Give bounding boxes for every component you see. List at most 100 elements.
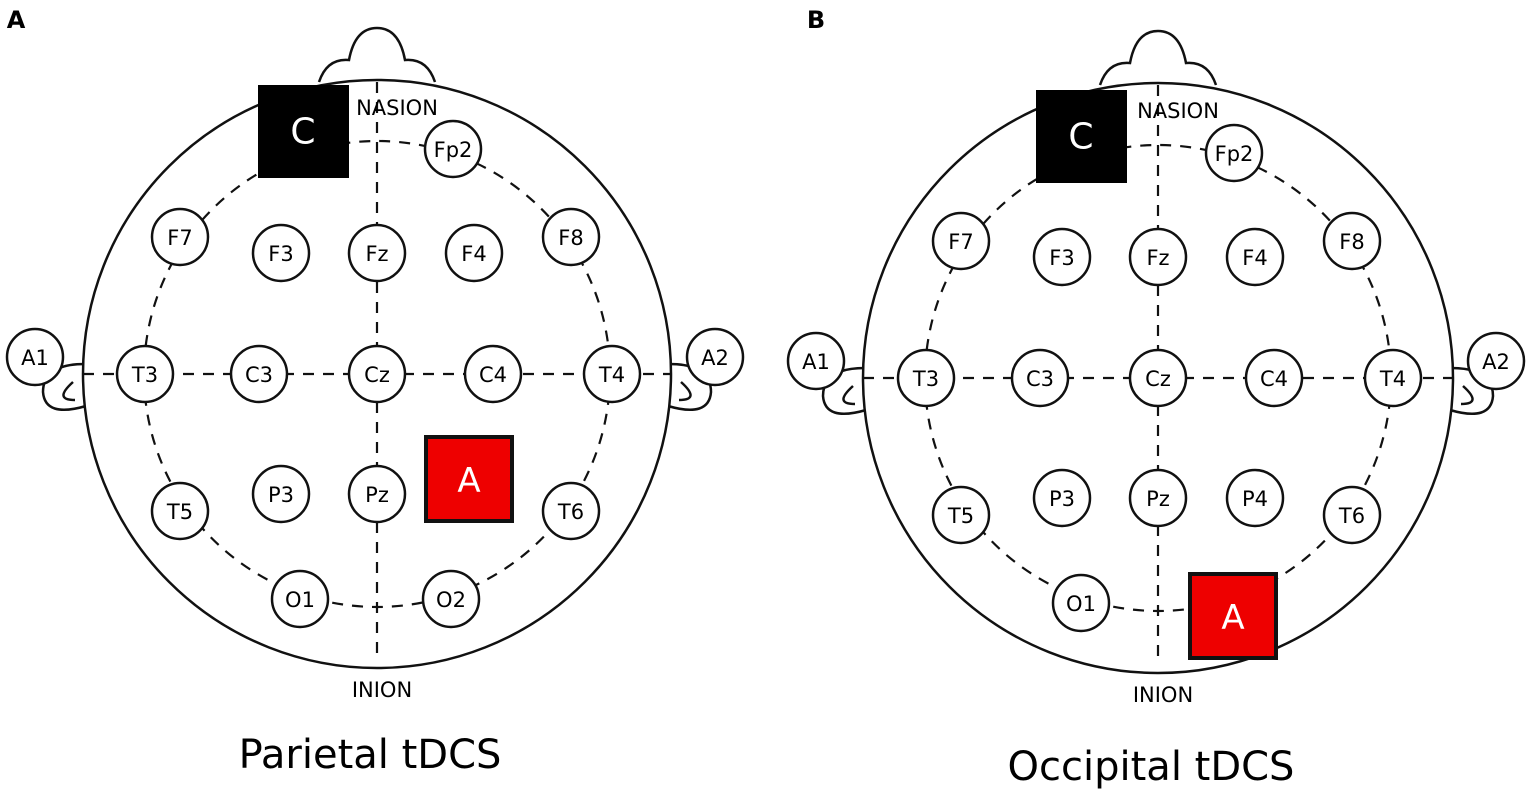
electrode-label: O1 <box>1066 592 1096 616</box>
electrode-label: C3 <box>1026 367 1054 391</box>
electrode-circle <box>1225 227 1285 287</box>
electrode-f7: F7 <box>150 207 210 267</box>
electrode-circle <box>251 464 311 524</box>
electrode-label: P3 <box>1049 487 1075 511</box>
electrode-label: F4 <box>461 242 486 266</box>
electrode-circle <box>463 344 523 404</box>
electrode-circle <box>347 223 407 283</box>
electrode-label: A2 <box>1482 350 1510 374</box>
electrode-circle <box>1032 227 1092 287</box>
electrode-fz: Fz <box>1128 227 1188 287</box>
electrode-label: T5 <box>947 504 974 528</box>
electrode-circle <box>444 223 504 283</box>
ear-inner <box>842 385 856 406</box>
electrode-circle <box>896 348 956 408</box>
electrode-fp2: Fp2 <box>1204 123 1264 183</box>
electrode-circle <box>1051 573 1111 633</box>
electrode-circle <box>931 211 991 271</box>
electrode-circle <box>1128 348 1188 408</box>
nose-outline <box>317 26 437 83</box>
electrode-label: Cz <box>1145 367 1171 391</box>
electrode-label: T3 <box>131 363 158 387</box>
inion-label: INION <box>1133 683 1193 707</box>
electrode-circle <box>1128 227 1188 287</box>
electrode-t5: T5 <box>150 481 210 541</box>
electrode-o1: O1 <box>1051 573 1111 633</box>
electrode-circle <box>229 344 289 404</box>
electrode-a1: A1 <box>786 331 846 391</box>
electrode-f7: F7 <box>931 211 991 271</box>
electrode-circle <box>5 327 65 387</box>
electrode-f4: F4 <box>1225 227 1285 287</box>
electrode-label: P3 <box>268 483 294 507</box>
electrode-c4: C4 <box>463 344 523 404</box>
electrode-circle <box>1466 331 1526 391</box>
electrode-circle <box>1225 468 1285 528</box>
panel-title: Occipital tDCS <box>1008 744 1295 790</box>
electrode-t4: T4 <box>582 344 642 404</box>
electrode-label: F8 <box>1339 230 1364 254</box>
electrode-label: C4 <box>479 363 507 387</box>
anode-electrode <box>424 435 514 523</box>
electrode-circle <box>1128 468 1188 528</box>
electrode-t3: T3 <box>896 348 956 408</box>
electrode-t3: T3 <box>115 344 175 404</box>
electrode-circle <box>1204 123 1264 183</box>
electrode-label: T6 <box>1338 504 1365 528</box>
electrode-circle <box>421 569 481 629</box>
anode-label: A <box>457 461 480 501</box>
electrode-label: Fp2 <box>434 138 473 162</box>
electrode-label: Fp2 <box>1215 142 1254 166</box>
electrode-label: Pz <box>365 483 389 507</box>
electrode-f4: F4 <box>444 223 504 283</box>
nose-outline <box>1098 29 1218 86</box>
electrode-pz: Pz <box>347 464 407 524</box>
electrode-label: A2 <box>701 346 729 370</box>
electrode-label: T4 <box>598 363 625 387</box>
electrode-t6: T6 <box>541 481 601 541</box>
electrode-t6: T6 <box>1322 485 1382 545</box>
electrode-c3: C3 <box>229 344 289 404</box>
electrode-o1: O1 <box>270 569 330 629</box>
electrode-label: P4 <box>1242 487 1268 511</box>
electrode-circle <box>423 119 483 179</box>
electrode-label: T5 <box>166 500 193 524</box>
electrode-label: T4 <box>1379 367 1406 391</box>
electrode-cz: Cz <box>347 344 407 404</box>
electrode-circle <box>685 327 745 387</box>
cathode-electrode <box>1036 90 1127 183</box>
electrode-label: F3 <box>268 242 293 266</box>
panel-letter: B <box>807 6 825 34</box>
electrode-cz: Cz <box>1128 348 1188 408</box>
electrode-label: Fz <box>365 242 388 266</box>
electrode-o2: O2 <box>421 569 481 629</box>
electrode-label: F8 <box>558 226 583 250</box>
electrode-circle <box>150 481 210 541</box>
electrode-circle <box>582 344 642 404</box>
electrode-label: F3 <box>1049 246 1074 270</box>
nasion-label: NASION <box>356 96 438 120</box>
electrode-circle <box>1244 348 1304 408</box>
electrode-p3: P3 <box>251 464 311 524</box>
electrode-label: Pz <box>1146 487 1170 511</box>
anode-label: A <box>1221 598 1244 638</box>
electrode-pz: Pz <box>1128 468 1188 528</box>
electrode-circle <box>1032 468 1092 528</box>
electrode-circle <box>347 344 407 404</box>
electrode-circle <box>541 207 601 267</box>
panel-title: Parietal tDCS <box>239 732 502 778</box>
electrode-fp2: Fp2 <box>423 119 483 179</box>
electrode-a2: A2 <box>685 327 745 387</box>
ear-inner <box>678 381 692 402</box>
electrode-t5: T5 <box>931 485 991 545</box>
electrode-label: F7 <box>167 226 192 250</box>
electrode-label: F4 <box>1242 246 1267 270</box>
electrode-fz: Fz <box>347 223 407 283</box>
electrode-circle <box>931 485 991 545</box>
electrode-circle <box>541 481 601 541</box>
electrode-label: A1 <box>21 346 49 370</box>
electrode-f8: F8 <box>541 207 601 267</box>
ear-inner <box>62 381 76 402</box>
